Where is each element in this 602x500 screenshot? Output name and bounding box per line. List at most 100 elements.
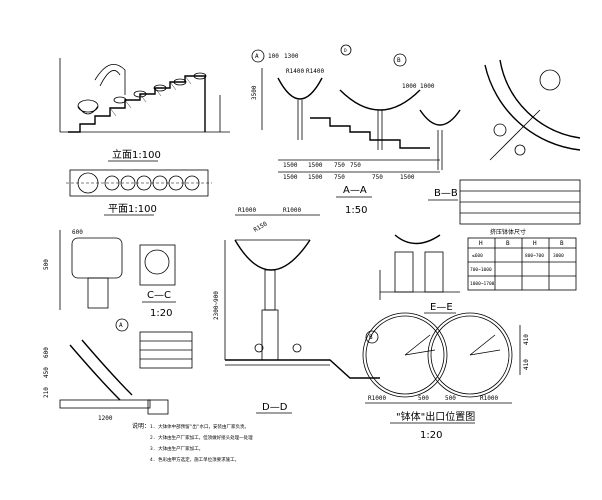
dim-text: 500 bbox=[445, 395, 456, 402]
section-line bbox=[489, 109, 541, 161]
dim-text: 1500 bbox=[283, 162, 298, 169]
basin-bowl-section bbox=[277, 77, 323, 100]
section-ee: E—E bbox=[379, 234, 460, 314]
basin-bowl-section bbox=[339, 89, 421, 111]
dim-text: 750 bbox=[372, 174, 383, 181]
circle-plan-title: "钵体"出口位置图 bbox=[396, 410, 475, 423]
section-cc-title: C—C bbox=[147, 290, 171, 301]
plan-view: 平面1:100 bbox=[66, 169, 212, 216]
marker-a bbox=[115, 318, 129, 332]
note-item: 1. 大钵体中部预留"出"水口，安装由厂家负责。 bbox=[150, 423, 249, 430]
table-header-cell: B bbox=[506, 240, 510, 247]
marker-d-label: D bbox=[344, 48, 347, 54]
section-cc-and-detail: 600 500 C—C 1:20 A 600 450 210 1200 bbox=[43, 229, 193, 422]
step-profile bbox=[68, 75, 206, 133]
circle-plan: B R1000 500 500 R1000 410 410 "钵体"出口位置图 … bbox=[362, 312, 530, 441]
basin-circle-left bbox=[362, 312, 448, 398]
notes-block: 说明： 1. 大钵体中部预留"出"水口，安装由厂家负责。 2. 大钵由生产厂家加… bbox=[132, 422, 253, 463]
marker-b-label: B bbox=[397, 57, 401, 64]
basin-bowl-section bbox=[419, 109, 461, 126]
marker-b bbox=[393, 53, 407, 67]
notes-label: 说明： bbox=[132, 422, 150, 430]
dim-text: 500 bbox=[43, 259, 50, 270]
step-section bbox=[310, 117, 430, 149]
dim-text: R1000 bbox=[368, 395, 386, 402]
ground-profile bbox=[225, 359, 380, 379]
spec-box bbox=[459, 179, 581, 225]
note-item: 2. 大钵由生产厂家加工，但须做好接头处理一处理 bbox=[150, 434, 253, 441]
dim-text: 750 bbox=[334, 162, 345, 169]
dim-text: 750 bbox=[334, 174, 345, 181]
dim-text: R1000 bbox=[480, 395, 498, 402]
circle-plan-scale: 1:20 bbox=[420, 430, 442, 441]
section-bb-title: B—B bbox=[434, 188, 458, 199]
dim-text: 1000 bbox=[402, 83, 417, 90]
dim-text: 210 bbox=[43, 387, 50, 398]
dim-text: 1300 bbox=[284, 53, 299, 60]
section-dd: R1000 R1000 R150 2300~900 D—D bbox=[213, 207, 380, 414]
fan-plan bbox=[484, 59, 581, 161]
radius-text: R1000 bbox=[238, 207, 256, 214]
table-cell: 800~700 bbox=[525, 253, 544, 259]
marker-a-label: A bbox=[255, 53, 259, 60]
dim-text: 3500 bbox=[251, 85, 258, 100]
dim-text: 1200 bbox=[98, 415, 113, 422]
cc-block bbox=[139, 244, 176, 286]
table-header-cell: B bbox=[560, 240, 564, 247]
table-cell: ≤600 bbox=[472, 253, 483, 259]
radius-text: R1400 bbox=[286, 68, 304, 75]
marker-d bbox=[340, 44, 352, 56]
curved-wall bbox=[499, 59, 581, 139]
dim-text: 410 bbox=[523, 359, 530, 370]
table-cell: 700~1000 bbox=[470, 267, 492, 273]
radius-text: R150 bbox=[253, 220, 269, 233]
basin-circle bbox=[514, 144, 526, 156]
table-cell: 3000 bbox=[553, 253, 564, 259]
dim-text: 100 bbox=[268, 53, 279, 60]
basin-circle bbox=[493, 123, 507, 137]
marker-a bbox=[251, 49, 265, 63]
table-header-cell: H bbox=[479, 240, 483, 247]
spout-arc bbox=[94, 63, 126, 95]
elevation-view: 立面1:100 bbox=[59, 58, 230, 162]
section-aa-scale: 1:50 bbox=[345, 205, 367, 216]
section-cc-scale: 1:20 bbox=[150, 308, 172, 319]
dim-text: 450 bbox=[43, 367, 50, 378]
section-aa-title: A—A bbox=[343, 185, 367, 196]
dim-text: 1000 bbox=[420, 83, 435, 90]
dim-text: 1500 bbox=[308, 174, 323, 181]
spout-arc bbox=[99, 70, 121, 87]
basin-block bbox=[71, 237, 123, 279]
basin-bowl-section bbox=[394, 234, 441, 245]
marker-a-label: A bbox=[119, 322, 123, 329]
basin-row bbox=[77, 72, 207, 115]
size-table: 挤压钵体尺寸 H B H B ≤600 800~700 3000 700~100… bbox=[467, 228, 577, 291]
marker-d bbox=[292, 343, 302, 353]
dim-text: 750 bbox=[350, 162, 361, 169]
dim-text: 600 bbox=[43, 347, 50, 358]
dim-text: 1500 bbox=[400, 174, 415, 181]
marker-d bbox=[254, 343, 264, 353]
elevation-title: 立面1:100 bbox=[112, 148, 161, 161]
basin-bowl-section bbox=[234, 239, 311, 271]
table-cell: 1000~1700 bbox=[470, 281, 495, 287]
dim-text: 1500 bbox=[283, 174, 298, 181]
size-table-title: 挤压钵体尺寸 bbox=[490, 228, 526, 236]
note-item: 4. 色彩由甲方选定，施工单位须要求施工。 bbox=[150, 456, 239, 463]
note-item: 3. 大钵由生产厂家加工。 bbox=[150, 445, 203, 452]
table-header-cell: H bbox=[533, 240, 537, 247]
section-aa: A 100 1300 R1400 R1400 D B 1000 1000 350… bbox=[251, 44, 440, 216]
pipe-circle bbox=[144, 249, 170, 275]
section-bb: B—B bbox=[419, 109, 461, 201]
radius-text: R1000 bbox=[283, 207, 301, 214]
marker-b-label: B bbox=[369, 334, 373, 341]
dim-text: 500 bbox=[418, 395, 429, 402]
dim-text: 2300~900 bbox=[213, 291, 220, 320]
column bbox=[264, 269, 276, 311]
curved-chute bbox=[69, 344, 121, 401]
basin-circle-right bbox=[427, 312, 513, 398]
column-base bbox=[261, 309, 279, 361]
radius-text: R1400 bbox=[306, 68, 324, 75]
curved-chute bbox=[81, 339, 133, 396]
